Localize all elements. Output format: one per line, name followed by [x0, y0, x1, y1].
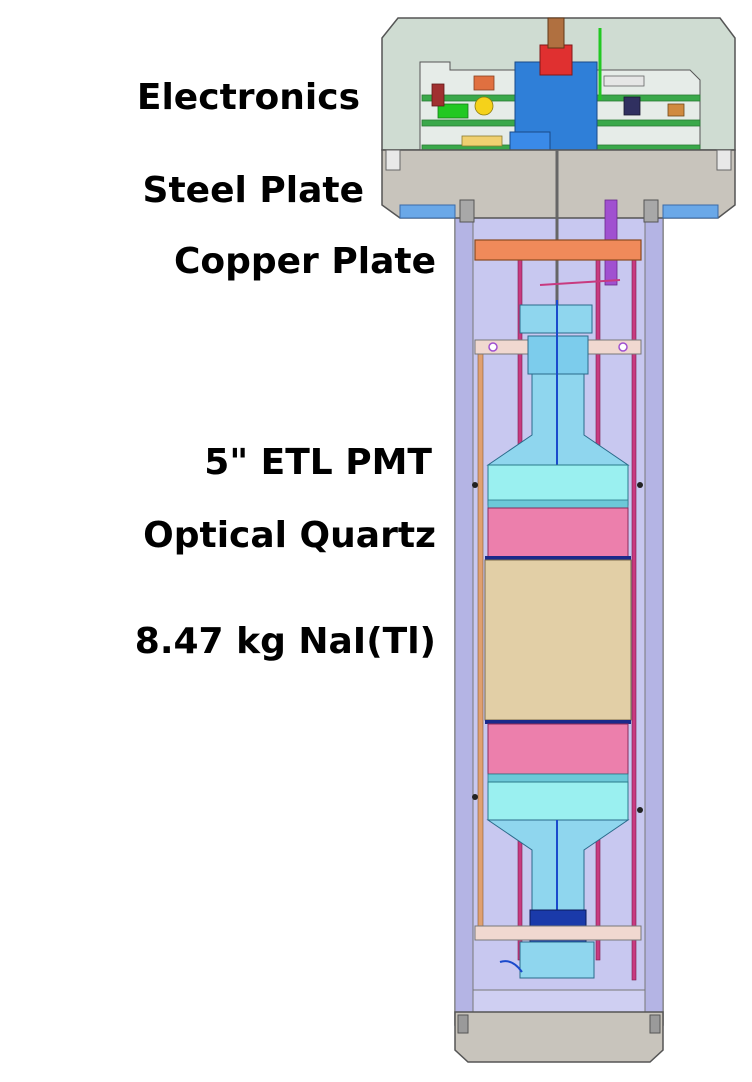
nai-crystal — [484, 556, 632, 724]
upper-quartz — [487, 507, 629, 561]
steel-plate — [381, 149, 736, 305]
nai-crystal-label: 8.47 kg NaI(Tl) — [134, 621, 436, 662]
pmt-label: 5" ETL PMT — [204, 442, 432, 483]
bottom-end-cap — [454, 1011, 664, 1063]
upper-pmt — [472, 300, 643, 509]
optical-quartz-label: Optical Quartz — [143, 515, 436, 556]
electronics-label: Electronics — [136, 77, 360, 118]
lower-pmt — [472, 773, 643, 979]
steel-plate-label: Steel Plate — [142, 170, 364, 211]
copper-plate-label: Copper Plate — [173, 241, 436, 282]
copper-plate — [474, 239, 642, 286]
lower-quartz — [487, 723, 629, 775]
electronics-enclosure — [381, 17, 736, 163]
